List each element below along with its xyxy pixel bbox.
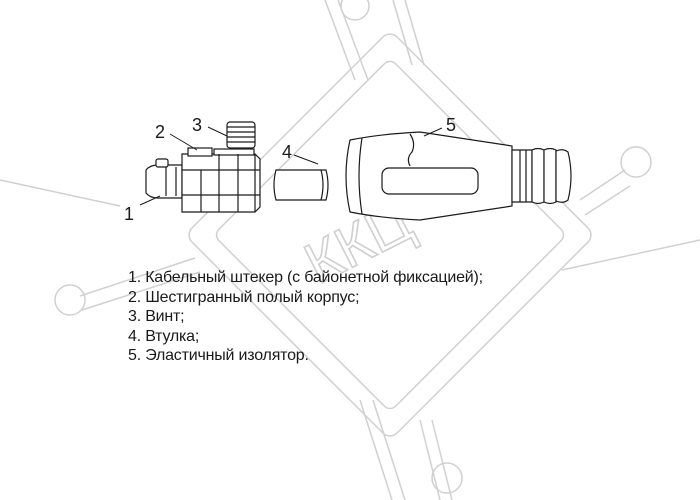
parts-legend-item: 3. Винт;	[128, 308, 185, 325]
parts-legend-item: 2. Шестигранный полый корпус;	[128, 288, 360, 306]
callout-3: 3	[192, 115, 202, 135]
part-screw	[226, 121, 256, 149]
callout-1: 1	[124, 204, 134, 224]
part-hex-body	[181, 147, 261, 213]
callout-2: 2	[155, 122, 165, 142]
part-sleeve	[273, 169, 329, 201]
part-cable-plug	[145, 158, 183, 199]
part-insulator	[345, 131, 572, 221]
callout-5: 5	[446, 115, 456, 135]
leader-lines	[139, 126, 443, 206]
parts-legend-item: 5. Эластичный изолятор.	[128, 347, 309, 364]
callout-4: 4	[282, 142, 292, 162]
parts-legend: 1. Кабельный штекер (с байонетной фиксац…	[128, 268, 483, 366]
parts-legend-item: 4. Втулка;	[128, 327, 200, 345]
parts-legend-item: 1. Кабельный штекер (с байонетной фиксац…	[128, 269, 483, 286]
